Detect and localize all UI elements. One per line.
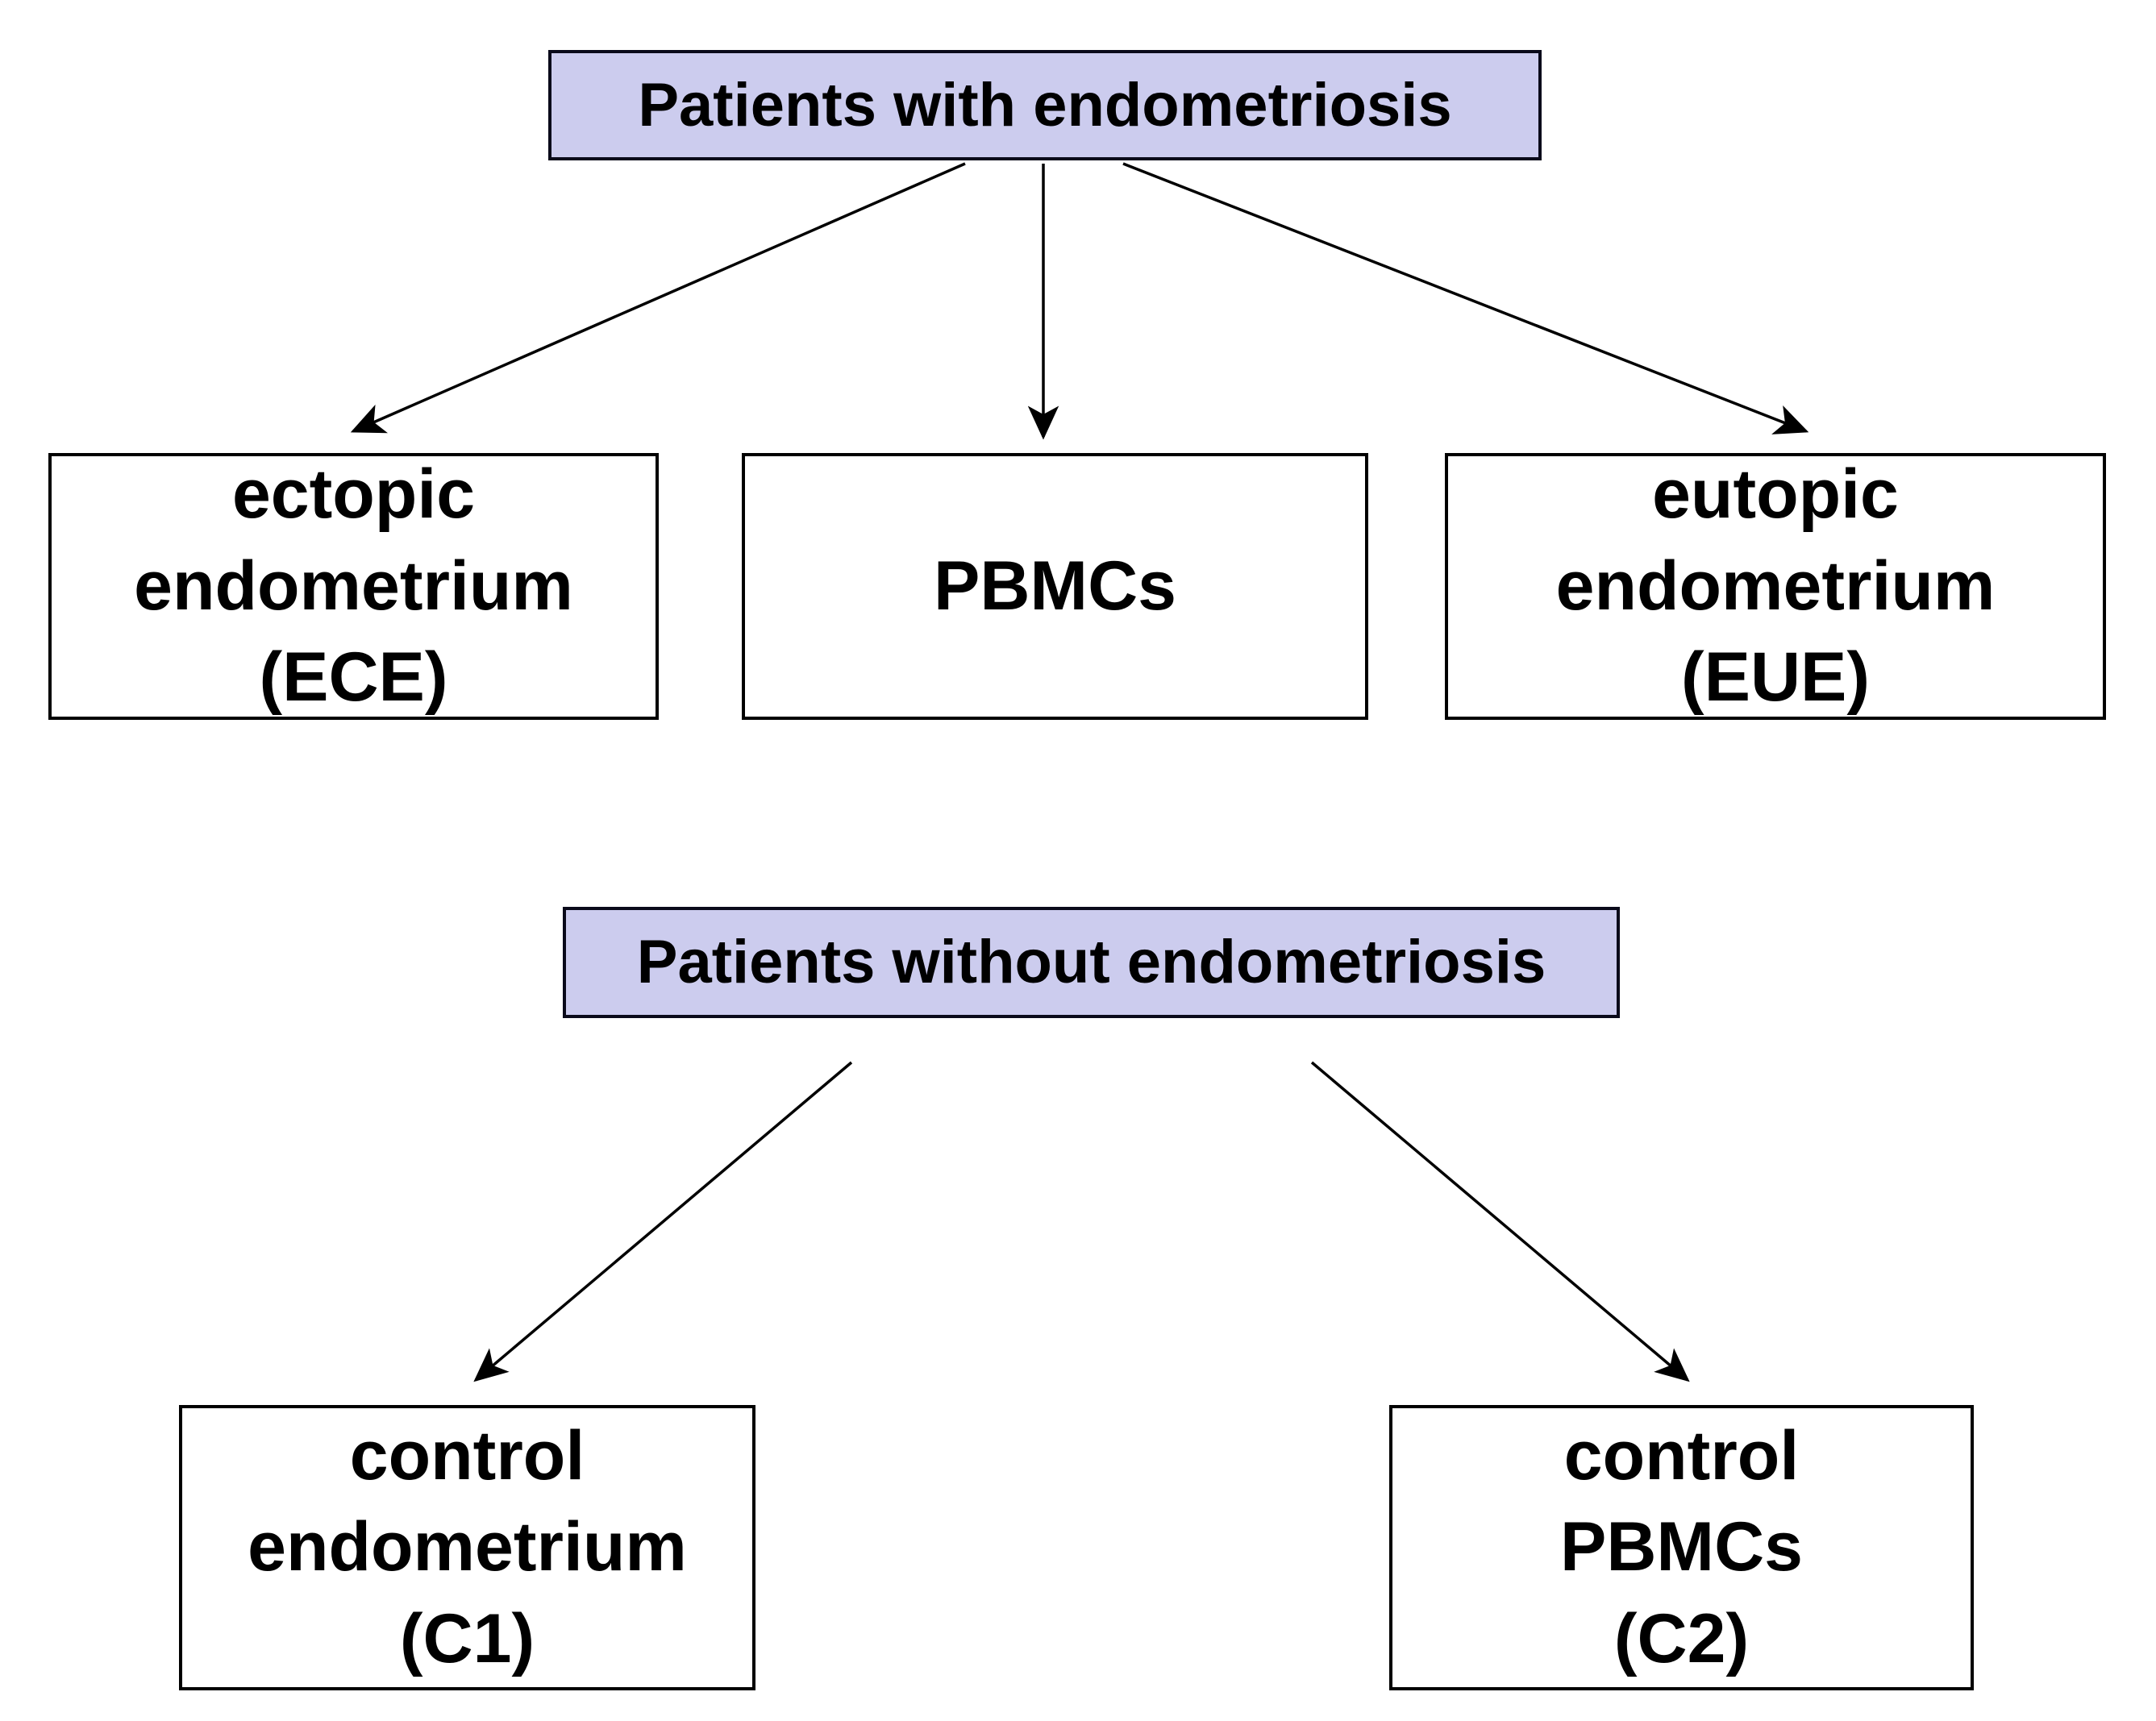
node-ece-line1: ectopic	[231, 455, 476, 534]
node-c1-line3: (C1)	[399, 1599, 535, 1677]
arrow-with-to-ece	[350, 162, 966, 434]
arrow-without-to-c2	[1310, 1061, 1690, 1382]
node-eue-line2: endometrium	[1555, 547, 1996, 625]
node-ece-line2: endometrium	[134, 547, 573, 625]
node-c2-line2: PBMCs	[1559, 1508, 1804, 1586]
node-c2-line3: (C2)	[1613, 1599, 1750, 1677]
node-eue-line1: eutopic	[1652, 455, 1899, 534]
node-patients-without-endometriosis: Patients without endometriosis	[563, 907, 1620, 1018]
node-eutopic-endometrium-eue: eutopic endometrium (EUE)	[1445, 453, 2106, 720]
node-patients-with-endometriosis-label: Patients with endometriosis	[638, 70, 1452, 139]
node-patients-with-endometriosis: Patients with endometriosis	[548, 50, 1542, 160]
node-patients-without-endometriosis-label: Patients without endometriosis	[636, 928, 1546, 997]
node-control-endometrium-c1: control endometrium (C1)	[179, 1405, 755, 1690]
node-control-pbmcs-c2: control PBMCs (C2)	[1389, 1405, 1974, 1690]
node-pbmcs-label: PBMCs	[933, 547, 1177, 625]
arrow-with-to-eue	[1122, 162, 1809, 434]
node-c1-line2: endometrium	[248, 1508, 687, 1586]
arrow-without-to-c1	[473, 1061, 853, 1382]
node-c2-line1: control	[1563, 1416, 1800, 1494]
node-eue-line3: (EUE)	[1680, 638, 1871, 717]
node-c1-line1: control	[349, 1416, 585, 1494]
node-ectopic-endometrium-ece: ectopic endometrium (ECE)	[48, 453, 659, 720]
node-pbmcs: PBMCs	[742, 453, 1368, 720]
node-ece-line3: (ECE)	[259, 638, 448, 717]
